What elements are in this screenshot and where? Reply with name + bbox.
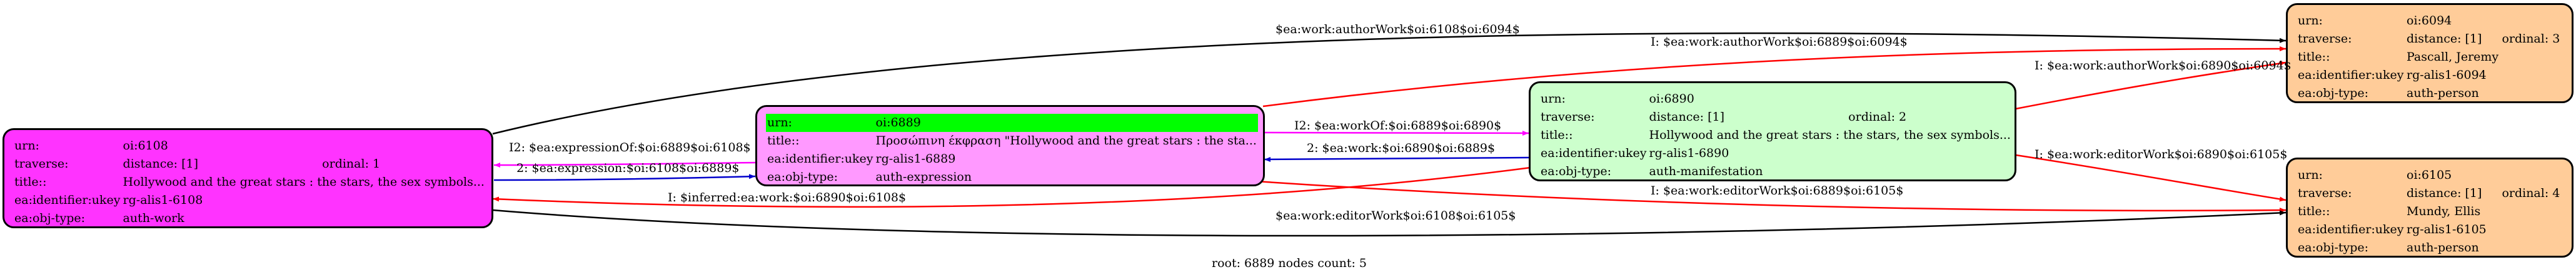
title-key: title::	[1541, 128, 1573, 142]
edge-inv-editor-6890	[2015, 154, 2287, 202]
traverse-ordinal: ordinal: 1	[322, 157, 381, 171]
title-key: title::	[2298, 50, 2330, 64]
edge-label-work-author-6094: $ea:work:authorWork$oi:6108$oi:6094$	[1275, 23, 1520, 36]
edge-inv-author-6889	[1262, 46, 2287, 108]
type-value: auth-manifestation	[1649, 164, 1763, 178]
edge-label-inv-editor-6890: I: $ea:work:editorWork$oi:6890$oi:6105$	[2035, 148, 2288, 161]
edge-inv-editor-6889	[1256, 180, 2287, 213]
traverse-distance: distance: [1]	[123, 157, 198, 171]
title-key: title::	[14, 175, 47, 189]
type-key: ea:obj-type:	[767, 170, 838, 184]
edge-label-inv-author-6889: I: $ea:work:authorWork$oi:6889$oi:6094$	[1651, 35, 1908, 49]
edge-label-work-editor-6105: $ea:work:editorWork$oi:6108$oi:6105$	[1275, 209, 1516, 223]
traverse-ordinal: ordinal: 2	[1848, 110, 1907, 124]
ukey-value: rg-alis1-6094	[2407, 68, 2487, 82]
title-value: Hollywood and the great stars : the star…	[1649, 128, 2011, 142]
type-value: auth-work	[123, 211, 184, 225]
traverse-distance: distance: [1]	[2407, 32, 2482, 46]
traverse-ordinal: ordinal: 4	[2502, 186, 2560, 200]
edge-inv-author-6890	[2015, 61, 2287, 110]
urn-key: urn:	[2298, 14, 2323, 28]
type-value: auth-person	[2407, 86, 2479, 100]
type-value: auth-expression	[875, 170, 972, 184]
edge-label-i2-work-of: I2: $ea:workOf:$oi:6889$oi:6890$	[1294, 119, 1502, 133]
urn-key: urn:	[1541, 92, 1566, 106]
urn-value: oi:6105	[2407, 168, 2452, 182]
node-work[interactable]: urn: oi:6108 traverse: distance: [1] ordina…	[3, 128, 493, 228]
edge-label-i2-expression-of: I2: $ea:expressionOf:$oi:6889$oi:6108$	[509, 141, 751, 154]
node-expression[interactable]: urn:oi:6889 title::Προσώπινη έκφραση "Ho…	[755, 105, 1265, 186]
title-key: title::	[2298, 204, 2330, 218]
type-key: ea:obj-type:	[2298, 86, 2369, 100]
node-person-6105[interactable]: urn: oi:6105 traverse: distance: [1] ordina…	[2286, 158, 2573, 258]
urn-value: oi:6889	[874, 114, 1258, 132]
title-value: Προσώπινη έκφραση "Hollywood and the gre…	[875, 134, 1257, 148]
traverse-distance: distance: [1]	[2407, 186, 2482, 200]
edge-work-author-6094	[492, 32, 2287, 135]
traverse-key: traverse:	[14, 157, 69, 171]
traverse-key: traverse:	[2298, 32, 2352, 46]
title-value: Mundy, Ellis	[2407, 204, 2481, 218]
node-person-6094[interactable]: urn: oi:6094 traverse: distance: [1] ordina…	[2286, 3, 2573, 103]
type-key: ea:obj-type:	[14, 211, 86, 225]
edge-i2-expression-of	[493, 161, 757, 168]
title-key: title::	[767, 134, 800, 148]
urn-key: urn:	[2298, 168, 2323, 182]
node-manifestation[interactable]: urn: oi:6890 traverse: distance: [1] ordina…	[1529, 81, 2016, 181]
edge-label-inferred: I: $inferred:ea:work:$oi:6890$oi:6108$	[668, 191, 907, 204]
edge-label-2-work: 2: $ea:work:$oi:6890$oi:6889$	[1307, 141, 1496, 155]
ukey-value: rg-alis1-6105	[2407, 223, 2487, 236]
urn-value: oi:6108	[123, 139, 168, 153]
edge-label-inv-editor-6889: I: $ea:work:editorWork$oi:6889$oi:6105$	[1651, 184, 1904, 198]
ukey-value: rg-alis1-6108	[123, 193, 203, 207]
ukey-key: ea:identifier:ukey	[14, 193, 121, 207]
edge-2-work	[1264, 156, 1529, 162]
ukey-key: ea:identifier:ukey	[1541, 146, 1647, 160]
traverse-key: traverse:	[1541, 110, 1595, 124]
edge-2-expression	[493, 174, 756, 181]
node-work-table: urn: oi:6108 traverse: distance: [1] ordina…	[13, 137, 486, 226]
type-value: auth-person	[2407, 241, 2479, 254]
edge-work-editor-6105	[492, 209, 2287, 237]
node-person-6094-table: urn: oi:6094 traverse: distance: [1] ordina…	[2297, 12, 2561, 101]
type-key: ea:obj-type:	[2298, 241, 2369, 254]
ukey-key: ea:identifier:ukey	[2298, 223, 2404, 236]
traverse-ordinal: ordinal: 3	[2502, 32, 2560, 46]
urn-key: urn:	[766, 114, 875, 132]
urn-value: oi:6890	[1649, 92, 1694, 106]
urn-key: urn:	[14, 139, 39, 153]
traverse-key: traverse:	[2298, 186, 2352, 200]
title-value: Pascall, Jeremy	[2407, 50, 2499, 64]
traverse-distance: distance: [1]	[1649, 110, 1724, 124]
type-key: ea:obj-type:	[1541, 164, 1612, 178]
ukey-key: ea:identifier:ukey	[2298, 68, 2404, 82]
edge-inferred	[492, 166, 1531, 208]
node-expression-table: urn:oi:6889 title::Προσώπινη έκφραση "Ho…	[766, 114, 1258, 184]
ukey-value: rg-alis1-6889	[875, 152, 956, 166]
node-person-6105-table: urn: oi:6105 traverse: distance: [1] ordina…	[2297, 166, 2561, 256]
title-value: Hollywood and the great stars : the star…	[123, 175, 485, 189]
edge-label-2-expression: 2: $ea:expression:$oi:6108$oi:6889$	[516, 161, 740, 175]
ukey-key: ea:identifier:ukey	[767, 152, 873, 166]
urn-value: oi:6094	[2407, 14, 2452, 28]
graph-footer: root: 6889 nodes count: 5	[1212, 256, 1367, 270]
node-manifestation-table: urn: oi:6890 traverse: distance: [1] ordina…	[1539, 90, 2012, 179]
ukey-value: rg-alis1-6890	[1649, 146, 1729, 160]
edge-label-inv-author-6890: I: $ea:work:authorWork$oi:6890$oi:6094$	[2035, 59, 2292, 73]
